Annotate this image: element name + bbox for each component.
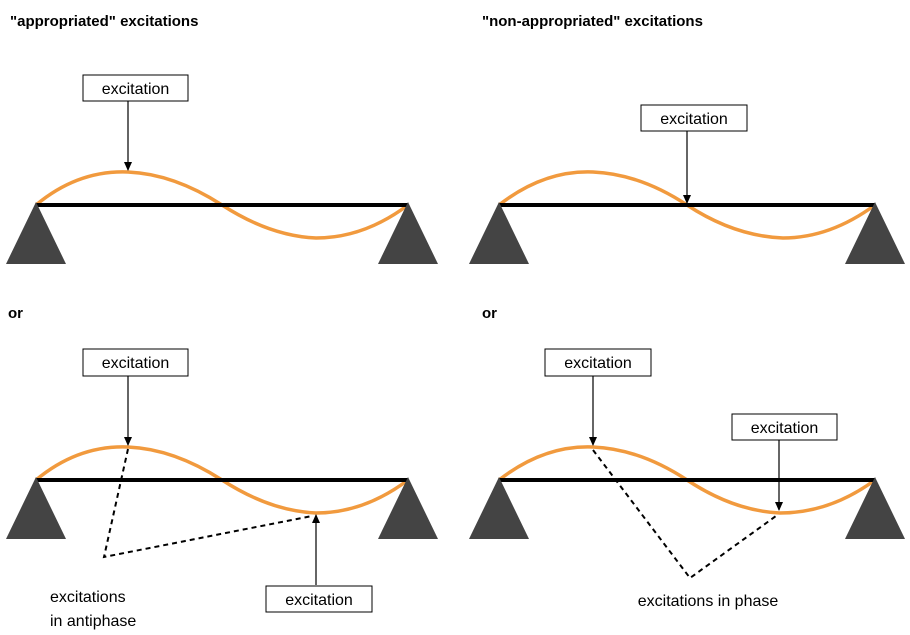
antiphase-note-line2: in antiphase	[50, 613, 136, 630]
excitation-label-box	[731, 413, 838, 441]
left-support	[469, 477, 529, 539]
excitation-label-box	[265, 585, 373, 613]
panel-bottom-right: excitation excitation excitations in pha…	[469, 348, 905, 610]
excitation-label-box	[544, 348, 652, 377]
or-label-left: or	[8, 305, 23, 322]
right-support	[378, 202, 438, 264]
in-phase-note: excitations in phase	[638, 593, 779, 610]
excitation-label: excitation	[102, 81, 170, 98]
panel-top-right: excitation	[469, 104, 905, 264]
excitation-label: excitation	[285, 592, 353, 609]
excitation-label-box	[640, 104, 748, 132]
antiphase-note-line1: excitations	[50, 589, 126, 606]
excitation-label: excitation	[564, 355, 632, 372]
left-support	[6, 477, 66, 539]
heading-non-appropriated: "non-appropriated" excitations	[482, 13, 703, 30]
right-support	[845, 477, 905, 539]
excitation-label-box	[82, 74, 189, 102]
or-label-right: or	[482, 305, 497, 322]
right-support	[845, 202, 905, 264]
right-support	[378, 477, 438, 539]
in-phase-connector	[592, 449, 777, 580]
panel-bottom-left: excitation excitation excitations in ant…	[6, 348, 438, 630]
left-support	[6, 202, 66, 264]
excitation-label-box	[82, 348, 189, 377]
excitation-label: excitation	[751, 420, 819, 437]
heading-appropriated: "appropriated" excitations	[10, 13, 198, 30]
excitation-label: excitation	[660, 111, 728, 128]
antiphase-connector	[102, 448, 313, 559]
panel-top-left: excitation	[6, 74, 438, 264]
left-support	[469, 202, 529, 264]
excitation-label: excitation	[102, 355, 170, 372]
